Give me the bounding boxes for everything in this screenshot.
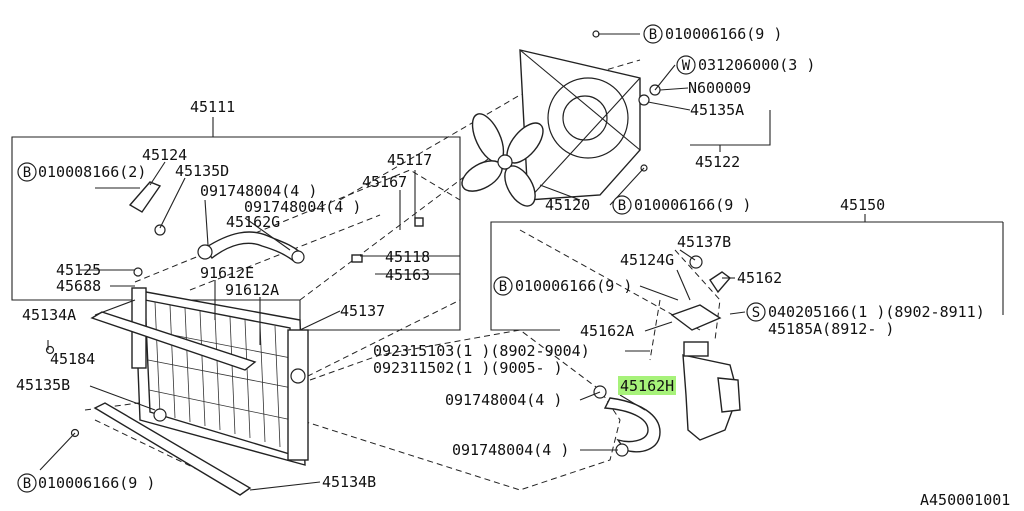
bracket-45124 bbox=[128, 181, 162, 213]
hose-45162 bbox=[709, 271, 732, 294]
label-45688: 45688 bbox=[56, 277, 101, 295]
label-45117: 45117 bbox=[387, 151, 432, 169]
label-45184: 45184 bbox=[50, 350, 95, 368]
bolt-prefix-b5: B bbox=[493, 276, 513, 296]
label-45135D: 45135D bbox=[175, 162, 229, 180]
cushion-45135B bbox=[153, 408, 167, 422]
label-091748004-c: 091748004(4 ) bbox=[445, 391, 562, 409]
label-45162: 45162 bbox=[737, 269, 782, 287]
label-010006166-mid: 010006166(9 ) bbox=[634, 196, 751, 214]
bolt-prefix-b2: B bbox=[17, 473, 37, 493]
label-45124G: 45124G bbox=[620, 251, 674, 269]
radiator-core bbox=[131, 287, 309, 466]
label-040205166: 040205166(1 )(8902-8911) bbox=[768, 303, 985, 321]
label-45135B: 45135B bbox=[16, 376, 70, 394]
svg-text:B: B bbox=[649, 27, 657, 43]
label-092311502: 092311502(1 )(9005- ) bbox=[373, 359, 563, 377]
label-45137: 45137 bbox=[340, 302, 385, 320]
grommet-45135D bbox=[154, 224, 166, 236]
label-45118: 45118 bbox=[385, 248, 430, 266]
bracket-45124G bbox=[670, 304, 722, 331]
svg-text:B: B bbox=[499, 279, 507, 295]
svg-text:B: B bbox=[618, 198, 626, 214]
hose-clamp-b bbox=[291, 250, 305, 264]
reservoir-tank bbox=[682, 341, 741, 441]
diagram-code: A450001001 bbox=[920, 491, 1010, 509]
leader-lines bbox=[39, 33, 771, 491]
label-092315103: 092315103(1 )(8902-9004) bbox=[373, 342, 590, 360]
label-031206000: 031206000(3 ) bbox=[698, 56, 815, 74]
clip-45118 bbox=[351, 254, 363, 263]
label-45162H: 45162H bbox=[620, 377, 674, 395]
label-45162A: 45162A bbox=[580, 322, 634, 340]
label-45135A: 45135A bbox=[690, 101, 744, 119]
label-45111: 45111 bbox=[190, 98, 235, 116]
plug-45117 bbox=[414, 217, 424, 227]
lower-hose-45162H bbox=[603, 397, 661, 453]
bolt-prefix-b1: B bbox=[17, 162, 37, 182]
label-45163: 45163 bbox=[385, 266, 430, 284]
label-091748004-a: 091748004(4 ) bbox=[200, 182, 317, 200]
label-45122: 45122 bbox=[695, 153, 740, 171]
label-010006166-r: 010006166(9 ) bbox=[515, 277, 632, 295]
label-45134B: 45134B bbox=[322, 473, 376, 491]
svg-text:B: B bbox=[23, 476, 31, 492]
label-45137B: 45137B bbox=[677, 233, 731, 251]
side-strip-45134B bbox=[93, 402, 252, 496]
label-091748004-b: 091748004(4 ) bbox=[244, 198, 361, 216]
bushing-45135A bbox=[638, 94, 650, 106]
label-91612A: 91612A bbox=[225, 281, 279, 299]
label-45162G: 45162G bbox=[226, 213, 280, 231]
label-45134A: 45134A bbox=[22, 306, 76, 324]
label-45124: 45124 bbox=[142, 146, 187, 164]
label-010008166: 010008166(2) bbox=[38, 163, 146, 181]
cooling-fan-45120 bbox=[461, 113, 544, 207]
highlight-45162H bbox=[618, 376, 676, 395]
bolt-prefix-b4: B bbox=[612, 195, 632, 215]
svg-text:B: B bbox=[23, 165, 31, 181]
washer-prefix-w: W bbox=[676, 55, 696, 75]
screw-prefix-s: S bbox=[746, 302, 766, 322]
label-010006166-top: 010006166(9 ) bbox=[665, 25, 782, 43]
hose-clamp-a bbox=[197, 244, 213, 260]
label-45125: 45125 bbox=[56, 261, 101, 279]
bolt-prefix-b3: B bbox=[643, 24, 663, 44]
label-91612E: 91612E bbox=[200, 264, 254, 282]
label-45120: 45120 bbox=[545, 196, 590, 214]
svg-text:S: S bbox=[752, 305, 760, 321]
svg-text:W: W bbox=[682, 58, 691, 74]
label-010006166-bl: 010006166(9 ) bbox=[38, 474, 155, 492]
fan-shroud-45122 bbox=[519, 49, 641, 201]
dashed-reservoir bbox=[649, 249, 721, 361]
group-box-45150 bbox=[490, 214, 866, 331]
bolt-45125 bbox=[133, 267, 143, 277]
label-n600009: N600009 bbox=[688, 79, 751, 97]
label-45185A: 45185A(8912- ) bbox=[768, 320, 894, 338]
label-45150: 45150 bbox=[840, 196, 885, 214]
label-091748004-d: 091748004(4 ) bbox=[452, 441, 569, 459]
label-45167: 45167 bbox=[362, 173, 407, 191]
